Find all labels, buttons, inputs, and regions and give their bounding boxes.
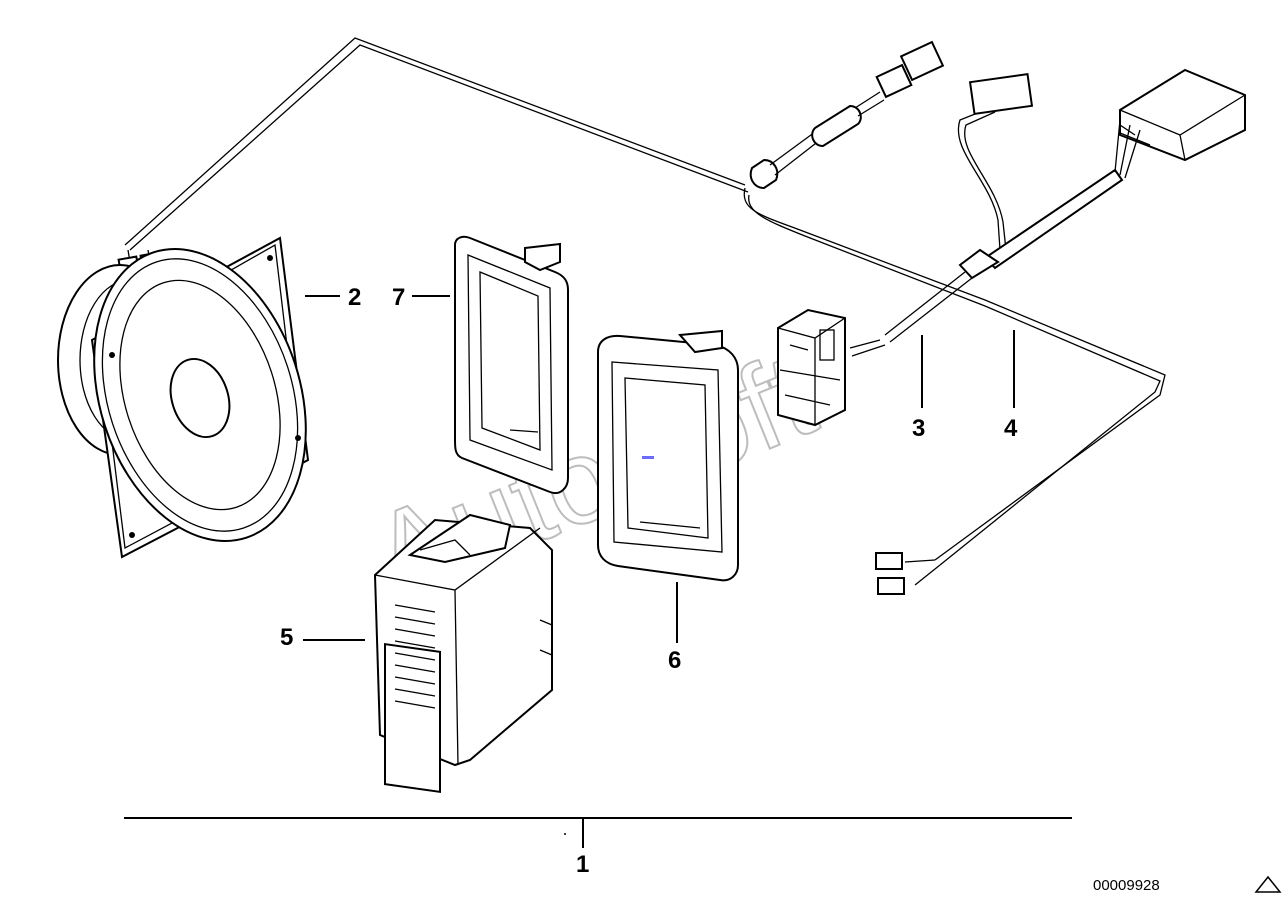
callout-4: 4 [1004, 415, 1018, 442]
callout-1: 1 [576, 851, 589, 878]
frame-7 [454, 235, 569, 494]
leader-lines [124, 295, 1072, 848]
callout-2: 2 [348, 284, 361, 311]
callout-7: 7 [392, 284, 405, 311]
speaker [57, 236, 310, 559]
callout-5: 5 [280, 624, 293, 651]
callout-3: 3 [912, 415, 925, 442]
triangle-icon [1254, 875, 1282, 893]
module-5 [373, 513, 553, 793]
cable-3 [849, 68, 1246, 357]
switch-connector [777, 308, 846, 427]
reference-number: 00009928 [1093, 877, 1160, 894]
frame-6 [597, 329, 739, 582]
callout-6: 6 [668, 647, 681, 674]
center-mark [642, 456, 654, 459]
